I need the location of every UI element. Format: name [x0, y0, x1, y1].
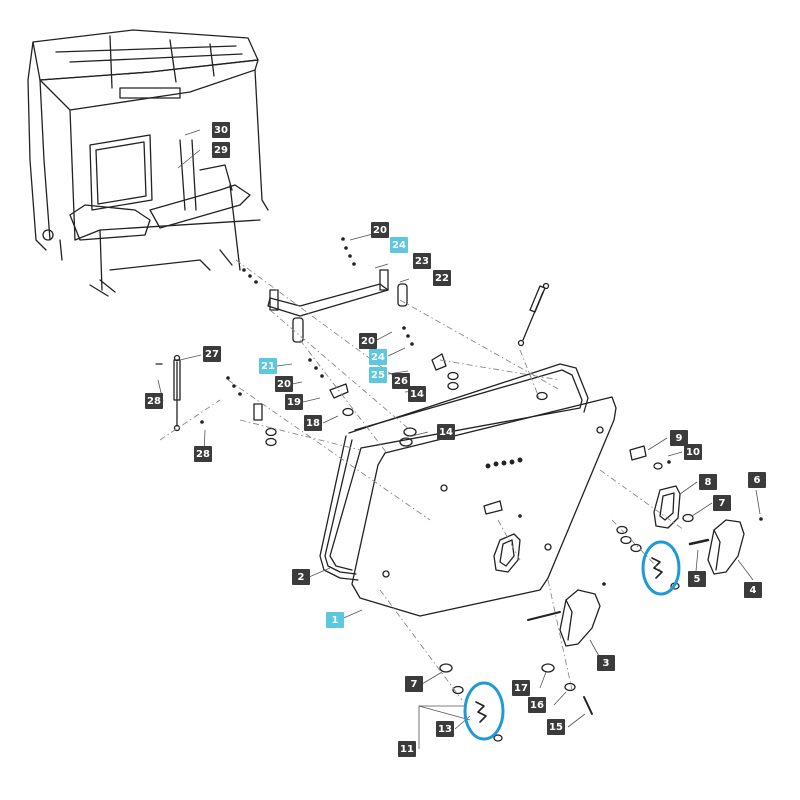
callout-10[interactable]: 10	[684, 444, 702, 460]
window-seal	[319, 363, 589, 581]
callout-24-top[interactable]: 24	[390, 237, 408, 253]
callout-20-top[interactable]: 20	[371, 222, 389, 238]
callout-7-right[interactable]: 7	[713, 495, 731, 511]
callout-8[interactable]: 8	[699, 474, 717, 490]
callout-25[interactable]: 25	[369, 367, 387, 383]
highlight-circle-right	[641, 540, 681, 596]
handle-bar	[267, 269, 408, 343]
callout-13[interactable]: 13	[436, 721, 454, 737]
callout-9[interactable]: 9	[670, 430, 688, 446]
callout-30[interactable]: 30	[212, 122, 230, 138]
callout-17[interactable]: 17	[512, 680, 530, 696]
callout-4[interactable]: 4	[744, 582, 762, 598]
latch-cover-4	[707, 519, 745, 575]
callout-28-bottom[interactable]: 28	[194, 446, 212, 462]
callout-20-left[interactable]: 20	[275, 376, 293, 392]
assembly-leader-lines	[159, 259, 685, 701]
callout-6[interactable]: 6	[748, 472, 766, 488]
callout-21[interactable]: 21	[259, 358, 277, 374]
callout-11[interactable]: 11	[398, 741, 416, 757]
washers	[265, 371, 694, 742]
callout-27[interactable]: 27	[203, 346, 221, 362]
gas-strut-right	[517, 282, 550, 347]
callout-16[interactable]: 16	[528, 697, 546, 713]
callout-2[interactable]: 2	[292, 569, 310, 585]
callout-28-top[interactable]: 28	[145, 393, 163, 409]
callout-18[interactable]: 18	[304, 415, 322, 431]
callout-23[interactable]: 23	[413, 253, 431, 269]
callout-1[interactable]: 1	[326, 612, 344, 628]
cab-frame	[27, 29, 269, 297]
callout-20-mid[interactable]: 20	[359, 333, 377, 349]
highlight-circles	[463, 540, 681, 741]
rear-window-glass	[351, 396, 617, 617]
callout-29[interactable]: 29	[212, 142, 230, 158]
callout-22[interactable]: 22	[433, 270, 451, 286]
callout-26[interactable]: 26	[392, 373, 410, 389]
small-bolts	[200, 237, 763, 586]
callout-3[interactable]: 3	[597, 655, 615, 671]
callout-5[interactable]: 5	[688, 571, 706, 587]
callout-14-top[interactable]: 14	[408, 386, 426, 402]
callout-15[interactable]: 15	[547, 719, 565, 735]
gas-strut-left	[155, 354, 181, 432]
latch-cover-8	[653, 485, 681, 529]
highlight-circle-lower	[463, 681, 505, 741]
callout-7-left[interactable]: 7	[405, 676, 423, 692]
latch-cover-3	[559, 589, 601, 647]
callout-14-mid[interactable]: 14	[437, 424, 455, 440]
callout-19[interactable]: 19	[285, 394, 303, 410]
callout-24-mid[interactable]: 24	[369, 349, 387, 365]
